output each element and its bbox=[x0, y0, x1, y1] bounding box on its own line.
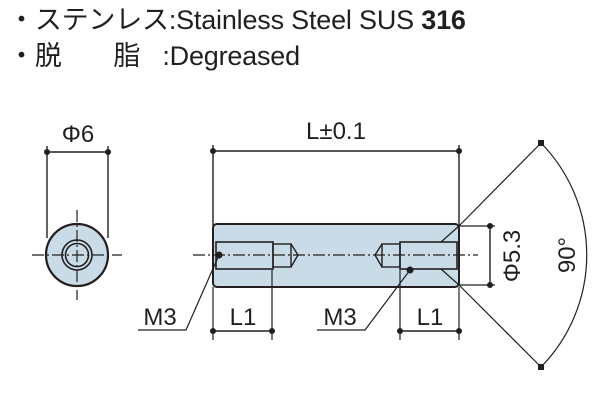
thread-left-label: M3 bbox=[143, 304, 176, 331]
finish-spec: ・脱 脂:Degreased bbox=[8, 40, 300, 72]
finish-label: 脱 脂 bbox=[34, 41, 163, 71]
bullet: ・ bbox=[8, 5, 35, 35]
separator: : bbox=[168, 5, 177, 35]
length-label: L±0.1 bbox=[306, 118, 366, 145]
material-grade: 316 bbox=[421, 5, 466, 35]
depth-left-label: L1 bbox=[230, 304, 257, 331]
end-view: Φ6 bbox=[32, 121, 122, 300]
material-spec: ・ステンレス:Stainless Steel SUS 316 bbox=[8, 4, 466, 36]
separator: : bbox=[162, 41, 170, 71]
thread-right-label: M3 bbox=[323, 304, 356, 331]
inner-diameter-label: Φ5.3 bbox=[499, 230, 526, 283]
end-diameter-label: Φ6 bbox=[62, 121, 95, 148]
angle-label: 90° bbox=[554, 237, 581, 273]
material-label: ステンレス bbox=[34, 5, 169, 35]
material-value: Stainless Steel SUS bbox=[176, 5, 414, 35]
finish-value: Degreased bbox=[169, 41, 300, 71]
bullet: ・ bbox=[8, 41, 35, 71]
depth-right-label: L1 bbox=[417, 304, 444, 331]
side-view: L±0.1 90° Φ5.3 bbox=[138, 118, 588, 370]
